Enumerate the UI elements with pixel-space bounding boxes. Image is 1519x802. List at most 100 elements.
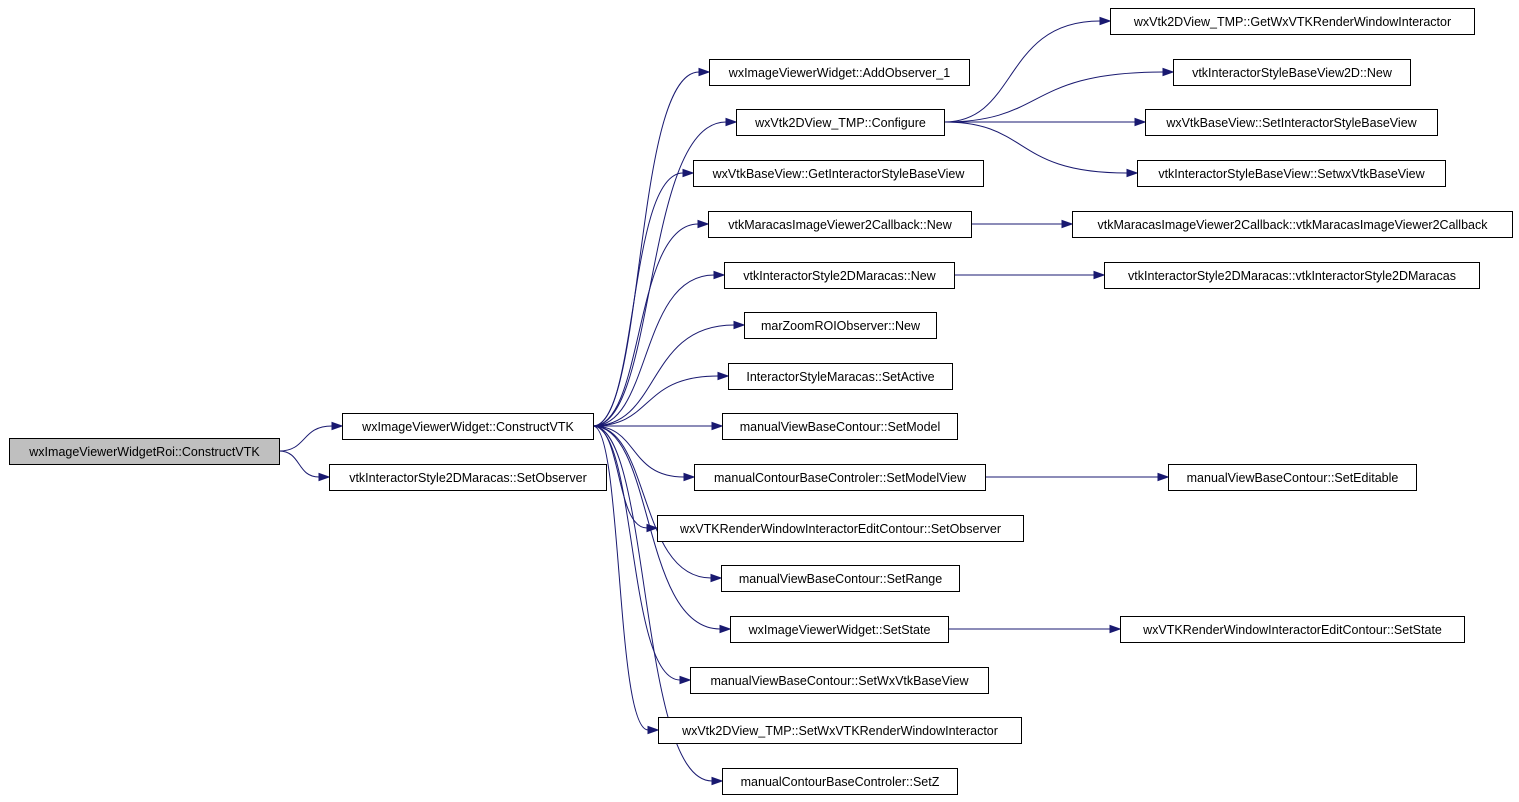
- node-vtkmaracasimageviewer2callback-new[interactable]: vtkMaracasImageViewer2Callback::New: [708, 211, 972, 238]
- node-box: [728, 363, 953, 390]
- edge-n1-n9: [592, 371, 730, 427]
- node-label: manualViewBaseContour::SetEditable: [1187, 471, 1399, 485]
- node-label: vtkInteractorStyleBaseView::SetwxVtkBase…: [1158, 167, 1425, 181]
- edge-line: [592, 223, 699, 427]
- edge-line: [592, 324, 735, 427]
- edge-n1-n10: [593, 421, 724, 431]
- node-box: [1072, 211, 1513, 238]
- edge-n1-n6: [592, 219, 710, 427]
- edge-line: [592, 425, 712, 579]
- node-box: [694, 464, 986, 491]
- node-label: vtkInteractorStyleBaseView2D::New: [1192, 66, 1393, 80]
- node-wximageviewerwidget-addobserver-1[interactable]: wxImageViewerWidget::AddObserver_1: [709, 59, 970, 86]
- node-vtkinteractorstyle2dmaracas-new[interactable]: vtkInteractorStyle2DMaracas::New: [724, 262, 955, 289]
- edge-arrowhead: [1134, 117, 1147, 127]
- node-label: marZoomROIObserver::New: [761, 319, 921, 333]
- node-wximageviewerwidget-setstate[interactable]: wxImageViewerWidget::SetState: [730, 616, 949, 643]
- edge-arrowhead: [1093, 270, 1106, 280]
- node-box: [1145, 109, 1438, 136]
- node-wxvtk2dview-tmp-getwxvtkrenderwindowinteractor[interactable]: wxVtk2DView_TMP::GetWxVTKRenderWindowInt…: [1110, 8, 1475, 35]
- edge-n1-n3: [592, 67, 711, 427]
- node-box: [744, 312, 937, 339]
- edge-arrowhead: [717, 371, 730, 381]
- edge-arrowhead: [1109, 624, 1122, 634]
- node-label: wxImageViewerWidget::ConstructVTK: [361, 420, 574, 434]
- node-manualviewbasecontour-setwxvtkbaseview[interactable]: manualViewBaseContour::SetWxVtkBaseView: [690, 667, 989, 694]
- edge-arrowhead: [331, 421, 344, 431]
- node-label: vtkInteractorStyle2DMaracas::vtkInteract…: [1128, 269, 1456, 283]
- node-label: vtkMaracasImageViewer2Callback::vtkMarac…: [1098, 218, 1489, 232]
- node-box: [721, 565, 960, 592]
- node-wxvtkrenderwindowinteractoreditcontour-setstate[interactable]: wxVTKRenderWindowInteractorEditContour::…: [1120, 616, 1465, 643]
- node-label: wxVtk2DView_TMP::GetWxVTKRenderWindowInt…: [1133, 15, 1451, 29]
- edge-arrowhead: [683, 472, 696, 482]
- node-label: vtkMaracasImageViewer2Callback::New: [728, 218, 952, 232]
- edge-arrowhead: [711, 776, 724, 786]
- node-wxvtk2dview-tmp-configure[interactable]: wxVtk2DView_TMP::Configure: [736, 109, 945, 136]
- node-box: [722, 768, 958, 795]
- edge-n4-n19: [943, 67, 1175, 123]
- node-wxvtkrenderwindowinteractoreditcontour-setobserver[interactable]: wxVTKRenderWindowInteractorEditContour::…: [657, 515, 1024, 542]
- node-marzoomroiobserver-new[interactable]: marZoomROIObserver::New: [744, 312, 937, 339]
- node-wximageviewerwidget-constructvtk[interactable]: wxImageViewerWidget::ConstructVTK: [342, 413, 594, 440]
- edge-line: [278, 425, 333, 452]
- edge-arrowhead: [318, 472, 331, 482]
- node-vtkinteractorstyle2dmaracas-vtkinteractorstyle2dmaracas[interactable]: vtkInteractorStyle2DMaracas::vtkInteract…: [1104, 262, 1480, 289]
- edge-arrowhead: [647, 725, 660, 735]
- node-box: [724, 262, 955, 289]
- node-interactorstylemaracas-setactive[interactable]: InteractorStyleMaracas::SetActive: [728, 363, 953, 390]
- edge-line: [592, 121, 727, 427]
- edge-n1-n15: [592, 425, 692, 685]
- node-box: [708, 211, 972, 238]
- node-wxvtk2dview-tmp-setwxvtkrenderwindowinteractor[interactable]: wxVtk2DView_TMP::SetWxVTKRenderWindowInt…: [658, 717, 1022, 744]
- edge-n1-n16: [592, 425, 660, 735]
- edge-line: [592, 425, 721, 630]
- node-box: [329, 464, 607, 491]
- graph-nodes: wxImageViewerWidgetRoi::ConstructVTKwxIm…: [9, 8, 1513, 795]
- node-vtkinteractorstyle2dmaracas-setobserver[interactable]: vtkInteractorStyle2DMaracas::SetObserver: [329, 464, 607, 491]
- edge-arrowhead: [698, 67, 711, 77]
- node-wxvtkbaseview-getinteractorstylebaseview[interactable]: wxVtkBaseView::GetInteractorStyleBaseVie…: [693, 160, 984, 187]
- edge-n4-n18: [943, 16, 1112, 123]
- node-vtkinteractorstylebaseview-setwxvtkbaseview[interactable]: vtkInteractorStyleBaseView::SetwxVtkBase…: [1137, 160, 1446, 187]
- node-box: [1137, 160, 1446, 187]
- node-manualviewbasecontour-setmodel[interactable]: manualViewBaseContour::SetModel: [722, 413, 958, 440]
- node-box: [709, 59, 970, 86]
- edge-arrowhead: [682, 168, 695, 178]
- edge-arrowhead: [697, 219, 710, 229]
- edge-line: [592, 375, 719, 427]
- node-wxvtkbaseview-setinteractorstylebaseview[interactable]: wxVtkBaseView::SetInteractorStyleBaseVie…: [1145, 109, 1438, 136]
- edge-arrowhead: [725, 117, 738, 127]
- node-box: [693, 160, 984, 187]
- node-box: [730, 616, 949, 643]
- node-label: wxVtkBaseView::SetInteractorStyleBaseVie…: [1165, 116, 1417, 130]
- edge-arrowhead: [1099, 16, 1112, 26]
- node-label: manualViewBaseContour::SetRange: [739, 572, 942, 586]
- edge-n6-n22: [971, 219, 1074, 229]
- edge-n1-n7: [592, 270, 726, 427]
- edge-n1-n13: [592, 425, 723, 583]
- node-box: [1110, 8, 1475, 35]
- node-vtkinteractorstylebaseview2d-new[interactable]: vtkInteractorStyleBaseView2D::New: [1173, 59, 1411, 86]
- edge-n1-n14: [592, 425, 732, 634]
- edge-n0-n2: [278, 450, 331, 482]
- node-box: [9, 438, 280, 465]
- edge-line: [943, 121, 1128, 174]
- edge-line: [278, 450, 320, 478]
- node-wximageviewerwidgetroi-constructvtk[interactable]: wxImageViewerWidgetRoi::ConstructVTK: [9, 438, 280, 465]
- node-label: vtkInteractorStyle2DMaracas::SetObserver: [349, 471, 587, 485]
- node-label: InteractorStyleMaracas::SetActive: [746, 370, 934, 384]
- node-label: wxVTKRenderWindowInteractorEditContour::…: [679, 522, 1001, 536]
- edge-n1-n8: [592, 320, 746, 427]
- edge-line: [592, 172, 684, 427]
- edge-n7-n23: [953, 270, 1106, 280]
- edge-line: [592, 425, 649, 731]
- node-manualcontourbasecontroler-setz[interactable]: manualContourBaseControler::SetZ: [722, 768, 958, 795]
- node-manualviewbasecontour-seteditable[interactable]: manualViewBaseContour::SetEditable: [1168, 464, 1417, 491]
- edge-n1-n11: [592, 425, 696, 482]
- node-label: wxVtk2DView_TMP::Configure: [754, 116, 926, 130]
- node-box: [657, 515, 1024, 542]
- node-manualcontourbasecontroler-setmodelview[interactable]: manualContourBaseControler::SetModelView: [694, 464, 986, 491]
- node-vtkmaracasimageviewer2callback-vtkmaracasimageviewer2callback[interactable]: vtkMaracasImageViewer2Callback::vtkMarac…: [1072, 211, 1513, 238]
- node-manualviewbasecontour-setrange[interactable]: manualViewBaseContour::SetRange: [721, 565, 960, 592]
